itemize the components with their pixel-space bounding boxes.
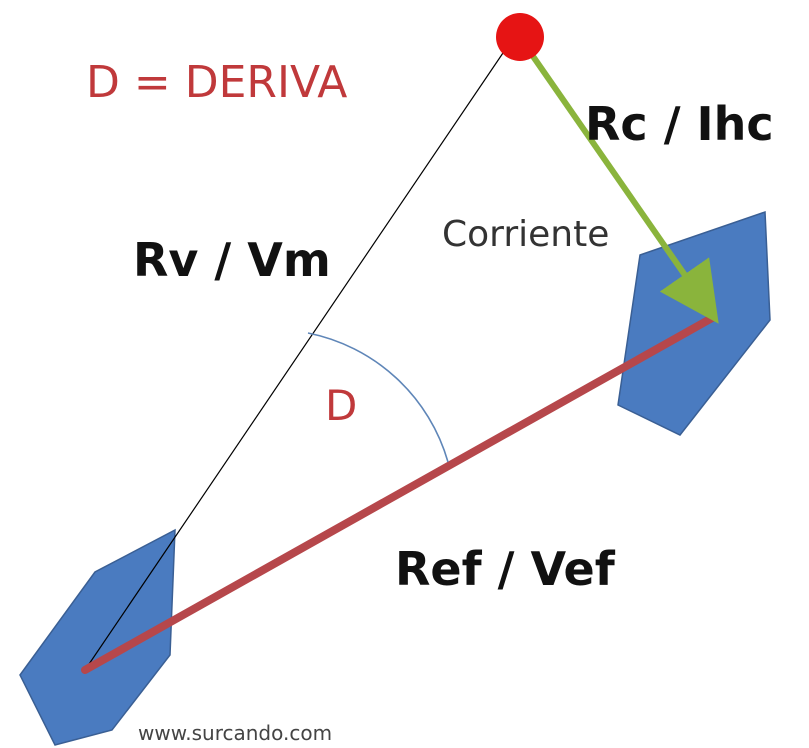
current-arrow-icon: [527, 50, 719, 324]
label-corriente: Corriente: [442, 214, 609, 255]
website-label: www.surcando.com: [138, 721, 332, 745]
boat-start-icon: [19, 528, 176, 746]
origin-point-icon: [496, 13, 544, 61]
label-rv-vm: Rv / Vm: [133, 233, 331, 287]
true-course-line: [84, 49, 506, 671]
diagram-title: D = DERIVA: [86, 57, 347, 108]
label-rc-ihc: Rc / Ihc: [585, 97, 774, 151]
drift-angle-arc: [307, 332, 449, 463]
label-ref-vef: Ref / Vef: [395, 542, 616, 596]
effective-course-line: [81, 314, 716, 674]
boat-end-icon: [617, 210, 771, 436]
label-drift-angle: D: [325, 381, 357, 430]
